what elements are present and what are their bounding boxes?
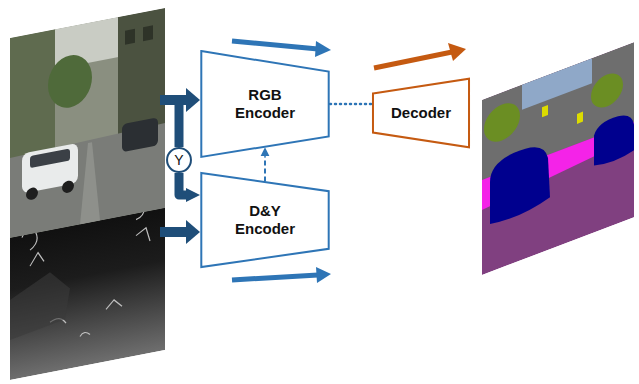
direction-arrow-head [315, 41, 331, 57]
road-mark [80, 141, 100, 225]
depth-arrow-head [186, 220, 200, 244]
input-arrow-head [186, 88, 200, 112]
trapezoid-outline [201, 173, 328, 267]
tree [48, 51, 92, 112]
node-label: D&Y Encoder [220, 202, 310, 238]
branch-line [175, 100, 184, 147]
wheel [26, 187, 38, 201]
circle-outline [167, 148, 191, 172]
vegetation-class [591, 68, 623, 112]
rgb-ground [10, 8, 165, 238]
building-left [10, 29, 55, 163]
rgb-image [10, 8, 165, 238]
depth-arrow-shaft [160, 227, 187, 237]
node-label: RGB Encoder [220, 86, 310, 122]
segmentation-image [482, 42, 634, 275]
white-car [22, 143, 78, 194]
trapezoid-outline [201, 51, 328, 157]
decoder-direction-arrow-head [448, 43, 466, 61]
building-right [118, 8, 165, 137]
trapezoid-outline [373, 79, 469, 148]
sky-class [522, 58, 592, 110]
sign-class [577, 112, 583, 124]
encoder-trapezoid: RGB Encoder [200, 50, 330, 158]
wheel [62, 180, 74, 194]
sign-class [542, 105, 548, 117]
vegetation-class [484, 98, 520, 148]
fusion-circle: Y [166, 147, 192, 173]
decoder-direction-arrow [374, 52, 452, 68]
depth-car [10, 268, 70, 340]
direction-arrow [232, 41, 318, 49]
road-class [482, 42, 634, 275]
window [143, 25, 153, 41]
window [125, 29, 135, 45]
node-label: Decoder [391, 104, 451, 122]
direction-arrow-head [316, 267, 331, 283]
connector [330, 103, 372, 106]
decoder-trapezoid: Decoder [372, 78, 470, 148]
connector [179, 173, 186, 195]
car-class [490, 139, 550, 226]
car-window [30, 148, 70, 168]
direction-arrow [232, 275, 318, 280]
connector [264, 156, 266, 181]
node-label: Y [174, 152, 183, 169]
encoder-trapezoid: D&Y Encoder [200, 172, 330, 268]
dark-car [122, 117, 158, 152]
car-class [594, 110, 634, 168]
